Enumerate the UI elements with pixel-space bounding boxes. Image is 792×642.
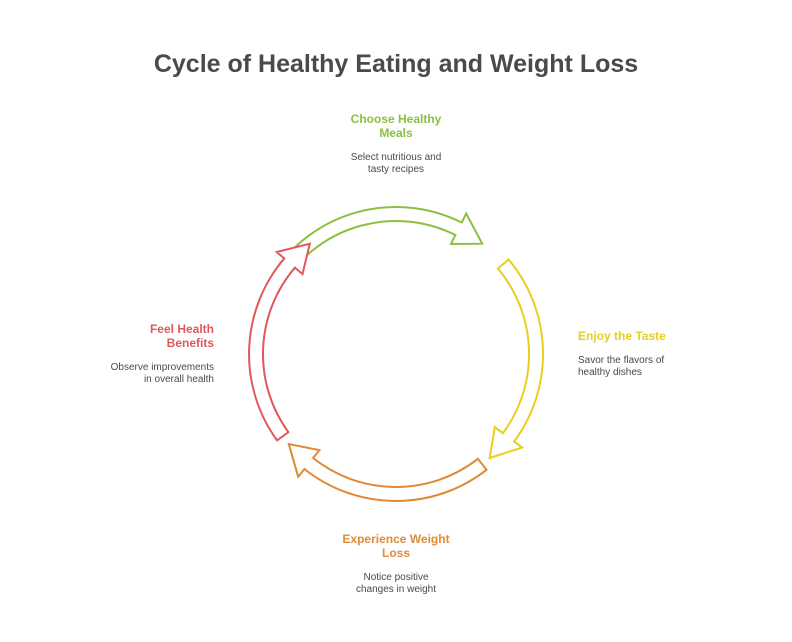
step-heading: Feel Health Benefits <box>64 322 214 350</box>
arrow-enjoy-to-weight <box>488 258 544 460</box>
step-heading-line: Feel Health <box>149 322 214 336</box>
step-heading-line: Choose Healthy <box>350 112 442 126</box>
step-heading: Experience Weight Loss <box>321 532 471 560</box>
step-description: Select nutritious and tasty recipes <box>321 152 471 176</box>
step-description-line: Observe improvements <box>110 362 214 373</box>
step-heading-line: Experience Weight <box>342 532 450 546</box>
step-choose: Choose Healthy Meals Select nutritious a… <box>321 112 471 176</box>
step-heading: Choose Healthy Meals <box>321 112 471 140</box>
step-heading: Enjoy the Taste <box>578 329 728 343</box>
step-description-line: Notice positive <box>363 572 429 583</box>
step-benefits: Feel Health Benefits Observe improvement… <box>64 322 214 386</box>
step-description-line: changes in weight <box>355 584 437 595</box>
arrow-benefits-to-choose <box>248 242 312 442</box>
step-description-line: in overall health <box>143 374 214 385</box>
step-heading-line: Enjoy the Taste <box>578 329 666 343</box>
step-description-line: Select nutritious and <box>350 152 442 163</box>
step-description: Savor the flavors of healthy dishes <box>578 355 728 379</box>
step-description-line: healthy dishes <box>578 367 642 378</box>
step-description-line: tasty recipes <box>367 164 425 175</box>
step-heading-line: Loss <box>381 546 410 560</box>
step-weight: Experience Weight Loss Notice positive c… <box>321 532 471 596</box>
arrow-weight-to-benefits <box>287 442 488 502</box>
step-enjoy: Enjoy the Taste Savor the flavors of hea… <box>578 329 728 379</box>
step-heading-line: Benefits <box>166 336 214 350</box>
arrow-choose-to-enjoy <box>272 206 484 281</box>
step-description: Observe improvements in overall health <box>64 362 214 386</box>
diagram-title: Cycle of Healthy Eating and Weight Loss <box>153 50 639 78</box>
step-description-line: Savor the flavors of <box>578 355 665 366</box>
step-description: Notice positive changes in weight <box>321 572 471 596</box>
step-heading-line: Meals <box>379 126 413 140</box>
